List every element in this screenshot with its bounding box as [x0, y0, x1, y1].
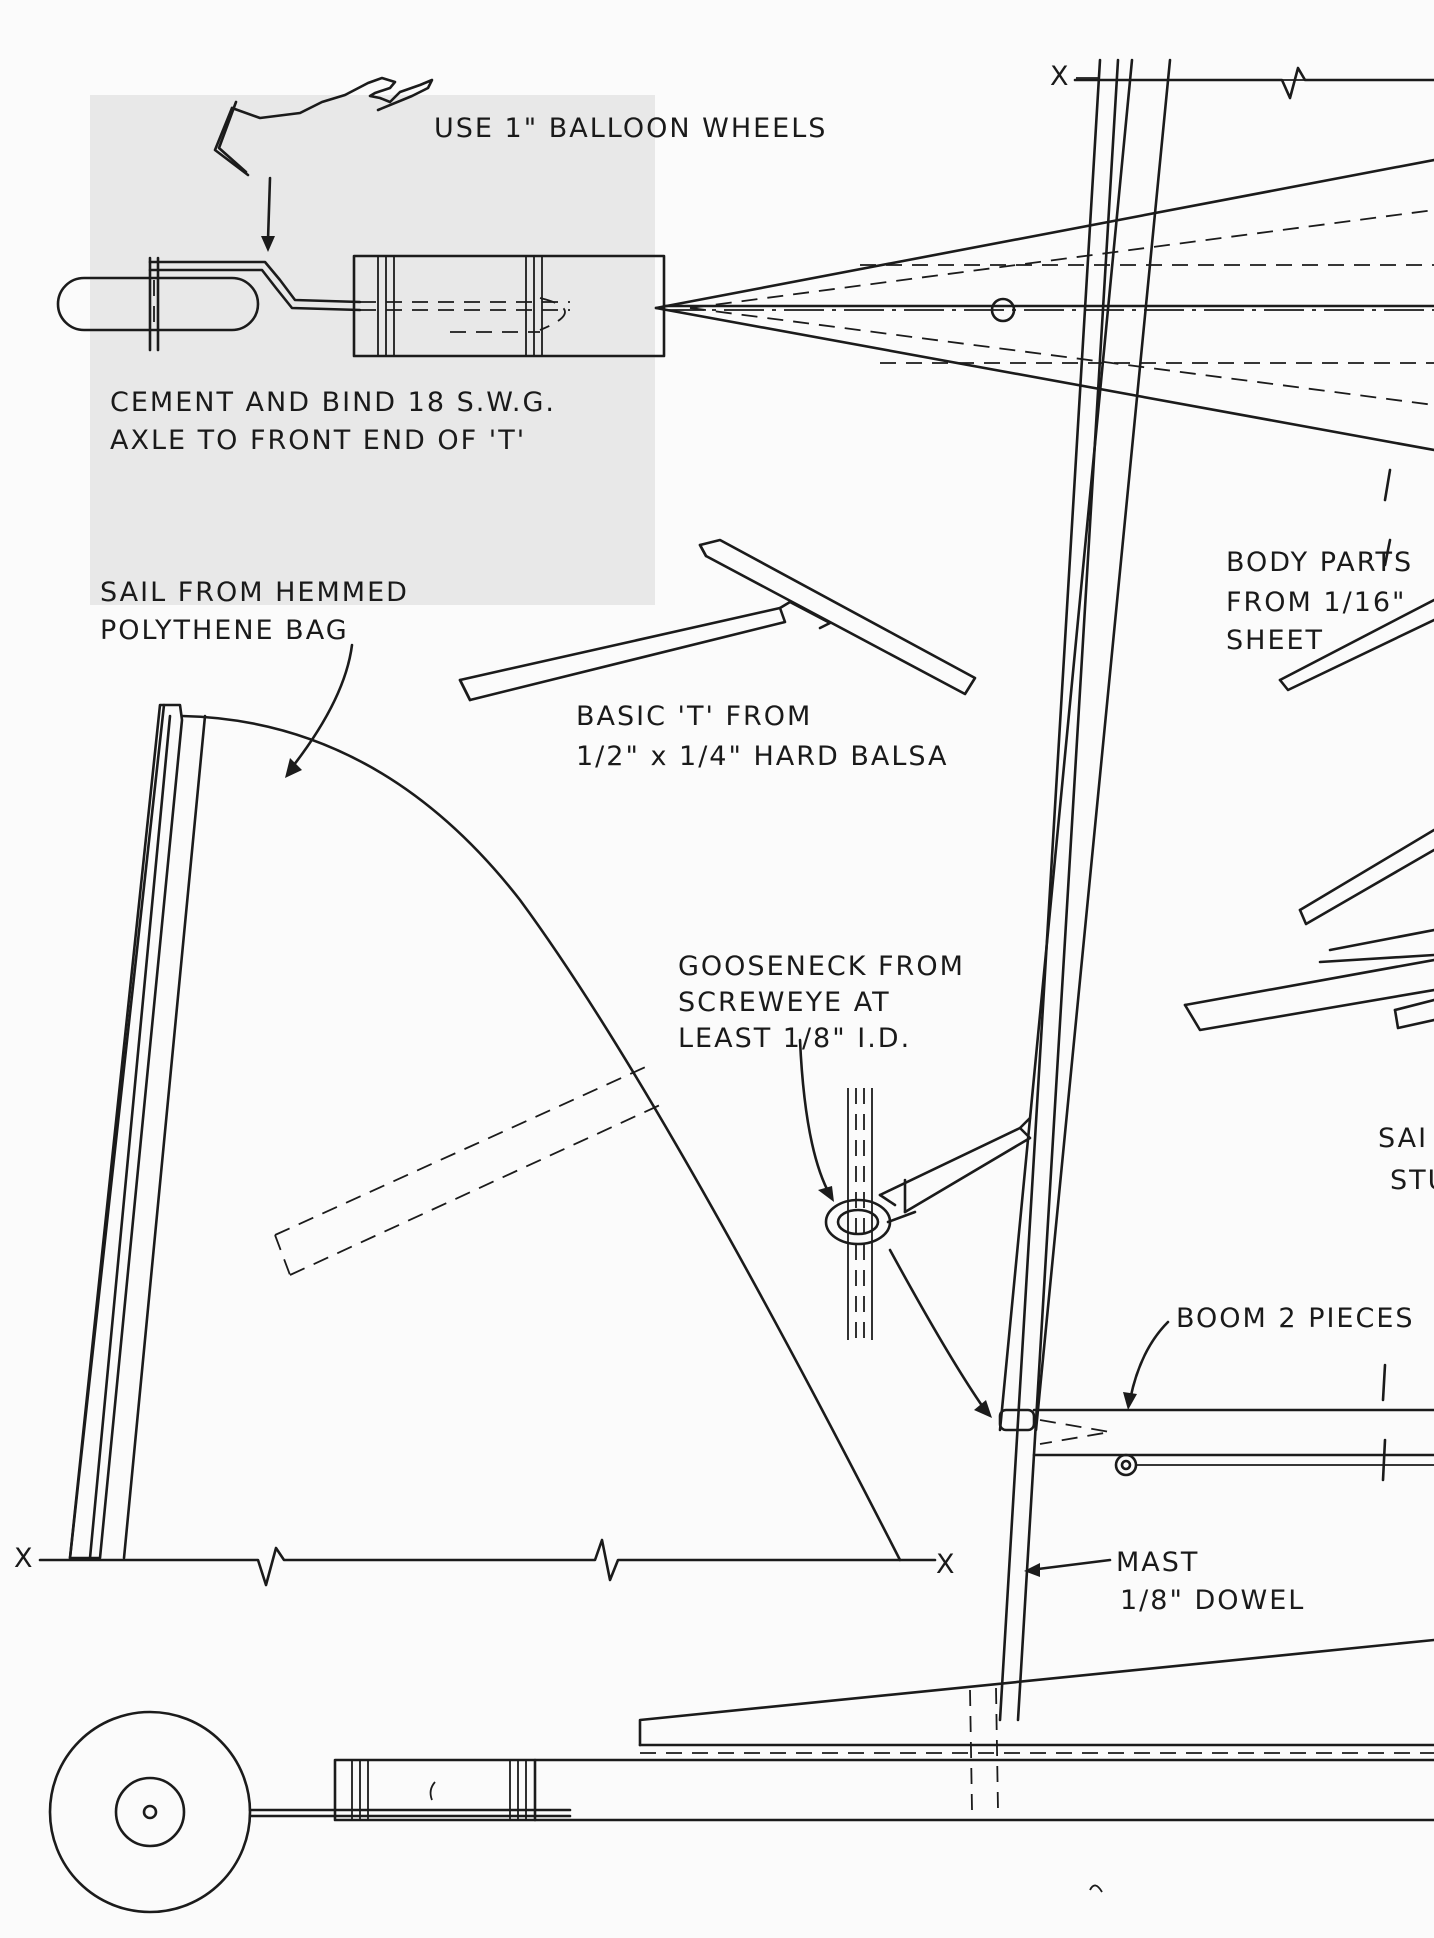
hull-side-view — [248, 1638, 1434, 1822]
arrow-head — [261, 236, 275, 252]
arrow-head — [285, 758, 302, 778]
t-label-line1: BASIC 'T' FROM — [576, 701, 813, 732]
mast-label-line2: 1/8" DOWEL — [1120, 1585, 1306, 1616]
rear-wheel-side — [48, 1710, 252, 1914]
front-wheel-top — [56, 256, 362, 352]
arrow-head — [974, 1400, 992, 1418]
bleed-through-text — [90, 95, 655, 605]
body-label-line3: SHEET — [1226, 625, 1325, 656]
gooseneck-label-line3: LEAST 1/8" I.D. — [678, 1023, 912, 1054]
sail-label-line2: POLYTHENE BAG — [100, 615, 349, 646]
sail-label-line1: SAIL FROM HEMMED — [100, 577, 409, 608]
mast-pointer — [1024, 1558, 1112, 1577]
body-parts — [1183, 468, 1434, 1032]
sail — [68, 643, 902, 1562]
arrow-head — [818, 1186, 834, 1202]
arrow-head — [1024, 1563, 1040, 1577]
axle-label-line1: CEMENT AND BIND 18 S.W.G. — [110, 387, 556, 418]
axle-label-line2: AXLE TO FRONT END OF 'T' — [110, 425, 527, 456]
x-mark-right: X — [936, 1549, 957, 1580]
t-label-line2: 1/2" x 1/4" HARD BALSA — [576, 741, 949, 772]
wire-axle-detail — [213, 76, 434, 252]
basic-t-isometric — [458, 538, 977, 702]
break-line — [38, 1538, 937, 1587]
x-mark-left: X — [14, 1543, 35, 1574]
sail-cut-label-line2: STU — [1390, 1165, 1434, 1196]
arrow-head — [1123, 1392, 1137, 1410]
body-label-line1: BODY PARTS — [1226, 547, 1414, 578]
x-mark-top: X — [1050, 61, 1071, 92]
hull-plan-top — [654, 158, 1434, 452]
t-body-top-view — [352, 254, 1434, 358]
sail-cut-label-line1: SAI — [1378, 1123, 1429, 1154]
body-label-line2: FROM 1/16" — [1226, 587, 1407, 618]
gooseneck-label-line1: GOOSENECK FROM — [678, 951, 965, 982]
stray-mark — [1089, 1884, 1103, 1893]
mast-label-line1: MAST — [1116, 1547, 1200, 1578]
gooseneck-detail — [798, 1038, 1032, 1418]
mast-side-view — [998, 58, 1434, 1722]
wheels-label: USE 1" BALLOON WHEELS — [434, 113, 828, 144]
boom — [998, 1320, 1434, 1482]
boom-label: BOOM 2 PIECES — [1176, 1303, 1415, 1334]
gooseneck-label-line2: SCREWEYE AT — [678, 987, 891, 1018]
